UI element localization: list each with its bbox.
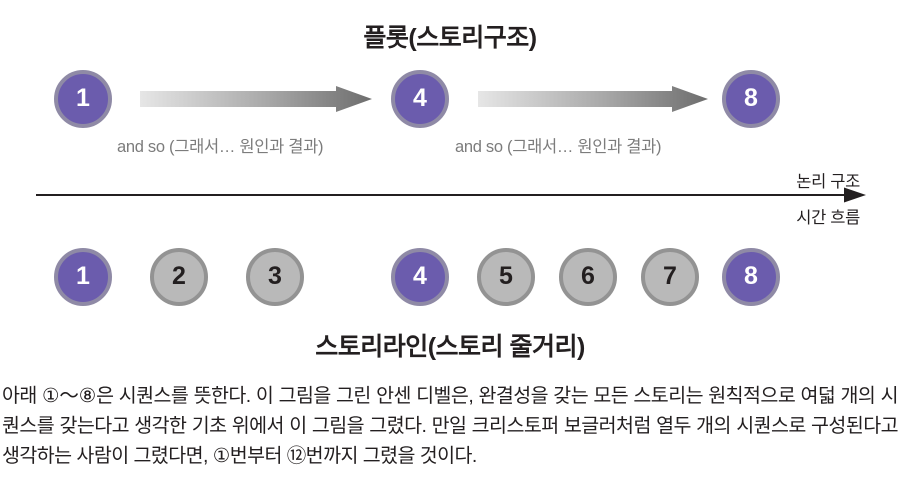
plot-node-4-label: 4 <box>413 83 427 112</box>
storyline-node-7-label: 7 <box>663 261 677 290</box>
storyline-node-4-label: 4 <box>413 261 427 290</box>
storyline-node-3: 3 <box>246 248 304 306</box>
plot-node-8: 8 <box>722 70 780 128</box>
axis-label-logic: 논리 구조 <box>796 173 860 191</box>
storyline-node-5: 5 <box>477 248 535 306</box>
storyline-node-1-label: 1 <box>76 261 90 290</box>
storyline-node-6-label: 6 <box>581 261 595 290</box>
storyline-node-5-label: 5 <box>499 261 513 290</box>
plot-title: 플롯(스토리구조) <box>363 24 537 52</box>
storyline-node-3-label: 3 <box>268 261 282 290</box>
storyline-node-2-label: 2 <box>172 261 186 290</box>
plot-node-1-label: 1 <box>76 83 90 112</box>
storyline-title: 스토리라인(스토리 줄거리) <box>315 333 585 361</box>
storyline-node-7: 7 <box>641 248 699 306</box>
causality-caption-2: and so (그래서… 원인과 결과) <box>455 138 662 156</box>
storyline-node-8: 8 <box>722 248 780 306</box>
plot-node-1: 1 <box>54 70 112 128</box>
causality-arrow-1 <box>140 86 372 112</box>
plot-node-8-label: 8 <box>744 83 758 112</box>
storyline-node-1: 1 <box>54 248 112 306</box>
storyline-node-2: 2 <box>150 248 208 306</box>
causality-caption-1: and so (그래서… 원인과 결과) <box>117 138 324 156</box>
axis-label-time: 시간 흐름 <box>796 209 860 227</box>
storyline-node-4: 4 <box>391 248 449 306</box>
timeline-axis <box>36 186 866 204</box>
storyline-node-6: 6 <box>559 248 617 306</box>
storyline-node-8-label: 8 <box>744 261 758 290</box>
caption-text: 아래 ①〜⑧은 시퀀스를 뜻한다. 이 그림을 그린 안센 디벨은, 완결성을 … <box>2 385 899 467</box>
caption-paragraph: 아래 ①〜⑧은 시퀀스를 뜻한다. 이 그림을 그린 안센 디벨은, 완결성을 … <box>2 381 899 471</box>
causality-arrow-2 <box>478 86 708 112</box>
plot-node-4: 4 <box>391 70 449 128</box>
